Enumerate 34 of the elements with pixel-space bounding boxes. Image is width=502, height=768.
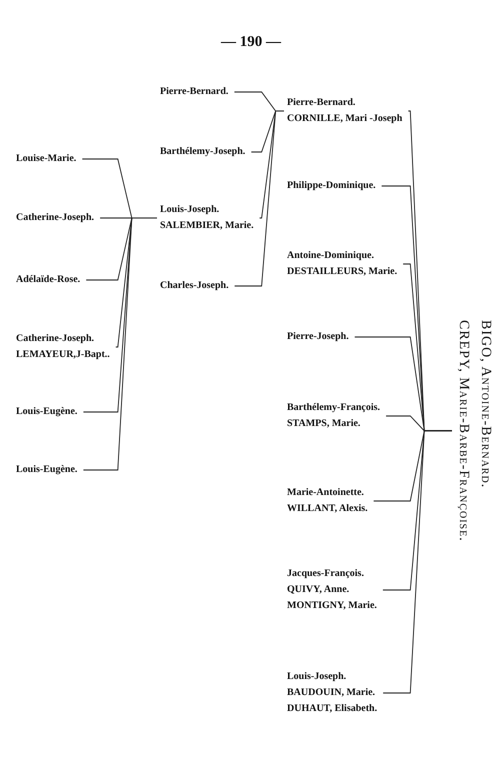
person-name: SALEMBIER, Marie. (160, 220, 254, 232)
person-name: WILLANT, Alexis. (287, 503, 368, 515)
person-name: Jacques-François. (287, 568, 365, 580)
person-name: Louis-Joseph. (160, 204, 220, 216)
person-name: DESTAILLEURS, Marie. (287, 266, 398, 278)
branch-line (82, 218, 158, 470)
person-name: Louis-Eugène. (16, 464, 78, 476)
couple-name: BIGO, Antoine-Bernard. (477, 320, 493, 490)
person-name: CORNILLE, Mari -Joseph (287, 113, 402, 125)
person-name: Charles-Joseph. (160, 280, 229, 292)
person-name: STAMPS, Marie. (287, 418, 362, 430)
person-name: Barthélemy-François. (287, 402, 380, 414)
person-name: Louis-Eugène. (16, 406, 78, 418)
person-name: Catherine-Joseph. (16, 333, 96, 345)
person-name: Pierre-Bernard. (160, 86, 228, 98)
couple-name: CREPY, Marie-Barbe-Françoise. (455, 320, 471, 542)
person-name: BAUDOUIN, Marie. (287, 687, 376, 699)
page-number: — 190 — (221, 34, 281, 51)
person-name: Catherine-Joseph. (16, 212, 94, 224)
person-name: Louise-Marie. (16, 153, 76, 165)
person-name: MONTIGNY, Marie. (287, 600, 377, 612)
branch-line (234, 110, 284, 286)
person-name: Louis-Joseph. (287, 671, 348, 683)
person-name: Pierre-Bernard. (287, 97, 356, 109)
person-name: Antoine-Dominique. (287, 250, 375, 262)
person-name: LEMAYEUR,J-Bapt.. (16, 349, 110, 361)
branch-line (382, 430, 452, 694)
person-name: QUIVY, Anne. (287, 584, 350, 596)
person-name: Marie-Antoinette. (287, 487, 365, 499)
person-name: Pierre-Joseph. (287, 331, 349, 343)
person-name: Barthélemy-Joseph. (160, 146, 246, 158)
person-name: Philippe-Dominique. (287, 180, 376, 192)
person-name: DUHAUT, Elisabeth. (287, 703, 378, 715)
person-name: Adélaïde-Rose. (16, 274, 80, 286)
